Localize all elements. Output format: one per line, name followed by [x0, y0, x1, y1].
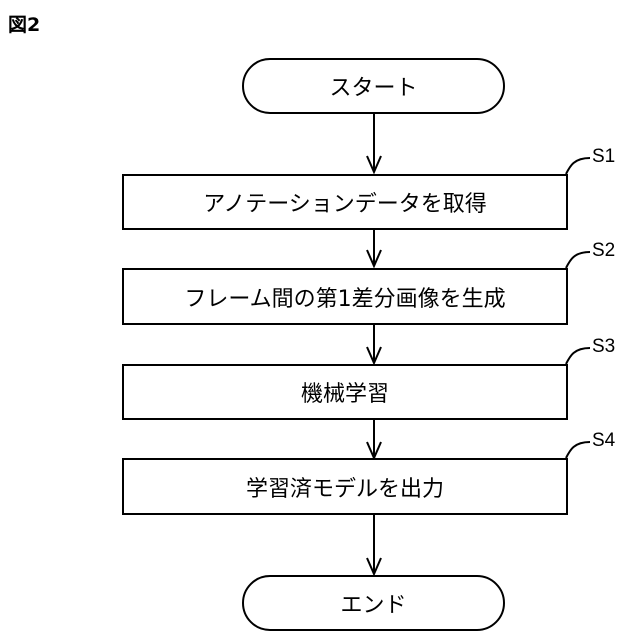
- end-terminator: エンド: [242, 575, 505, 631]
- process-step-s4: 学習済モデルを出力: [122, 458, 568, 515]
- step-label-s1: アノテーションデータを取得: [203, 186, 487, 218]
- process-step-s3: 機械学習: [122, 364, 568, 420]
- step-id-s1: S1: [592, 146, 615, 168]
- start-label: スタート: [329, 70, 417, 102]
- start-terminator: スタート: [242, 58, 505, 114]
- step-label-s2: フレーム間の第1差分画像を生成: [184, 281, 505, 313]
- step-id-s2: S2: [592, 240, 615, 262]
- step-label-s3: 機械学習: [301, 376, 389, 408]
- step-id-s4: S4: [592, 430, 615, 452]
- end-label: エンド: [340, 587, 406, 619]
- process-step-s2: フレーム間の第1差分画像を生成: [122, 268, 568, 325]
- leader-s2: [566, 252, 590, 268]
- leader-s4: [566, 442, 590, 458]
- leader-s1: [566, 158, 590, 174]
- leader-s3: [566, 348, 590, 364]
- step-label-s4: 学習済モデルを出力: [246, 471, 444, 503]
- process-step-s1: アノテーションデータを取得: [122, 174, 568, 230]
- step-id-s3: S3: [592, 336, 615, 358]
